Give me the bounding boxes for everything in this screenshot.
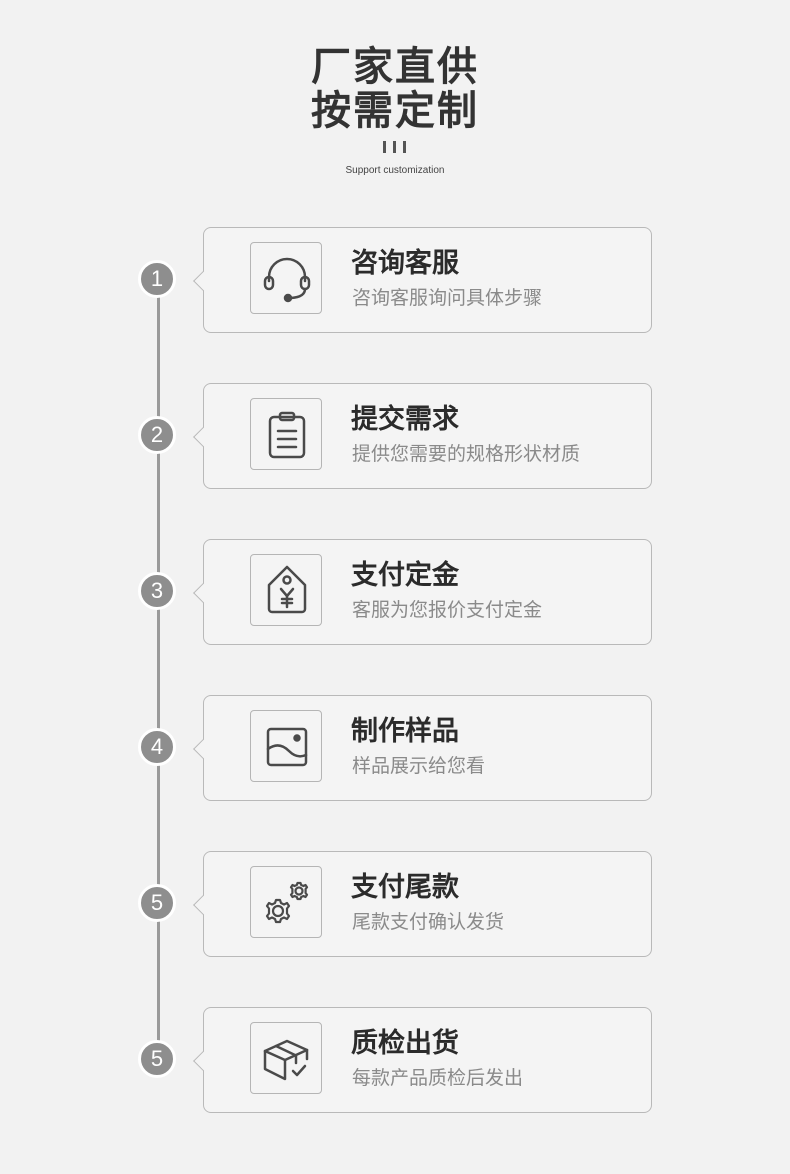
step-number-6: 5 bbox=[138, 1040, 176, 1078]
gears-icon bbox=[265, 881, 309, 924]
price-tag-yen-icon bbox=[267, 565, 307, 614]
box-check-icon bbox=[263, 1039, 309, 1081]
step-title: 质检出货 bbox=[351, 1028, 459, 1059]
icon-box bbox=[250, 554, 322, 626]
headset-icon bbox=[263, 257, 311, 303]
card-pointer bbox=[193, 271, 213, 291]
step-card-5: 支付尾款 尾款支付确认发货 bbox=[193, 851, 652, 957]
step-card-3: 支付定金 客服为您报价支付定金 bbox=[193, 539, 652, 645]
step-title: 制作样品 bbox=[351, 716, 459, 747]
timeline-line bbox=[157, 278, 160, 1060]
card-pointer bbox=[193, 895, 213, 915]
icon-box bbox=[250, 866, 322, 938]
step-title: 支付定金 bbox=[351, 560, 459, 591]
card-pointer bbox=[193, 583, 213, 603]
step-card-4: 制作样品 样品展示给您看 bbox=[193, 695, 652, 801]
subtitle: Support customization bbox=[345, 165, 445, 176]
step-description: 样品展示给您看 bbox=[352, 755, 486, 777]
step-title: 提交需求 bbox=[351, 404, 459, 435]
card-pointer bbox=[193, 1051, 213, 1071]
image-icon bbox=[266, 727, 308, 767]
step-number-3: 3 bbox=[138, 572, 176, 610]
clipboard-icon bbox=[268, 411, 306, 459]
decorative-bars bbox=[383, 141, 409, 153]
step-description: 提供您需要的规格形状材质 bbox=[352, 443, 581, 465]
icon-box bbox=[250, 242, 322, 314]
title-line-1: 厂家直供 bbox=[311, 44, 479, 90]
step-number-4: 4 bbox=[138, 728, 176, 766]
icon-box bbox=[250, 1022, 322, 1094]
step-number-5: 5 bbox=[138, 884, 176, 922]
step-card-1: 咨询客服 咨询客服询问具体步骤 bbox=[193, 227, 652, 333]
step-number-1: 1 bbox=[138, 260, 176, 298]
icon-box bbox=[250, 398, 322, 470]
step-number-2: 2 bbox=[138, 416, 176, 454]
step-card-2: 提交需求 提供您需要的规格形状材质 bbox=[193, 383, 652, 489]
step-description: 咨询客服询问具体步骤 bbox=[352, 287, 543, 309]
step-description: 每款产品质检后发出 bbox=[352, 1067, 524, 1089]
step-description: 尾款支付确认发货 bbox=[352, 911, 505, 933]
step-title: 支付尾款 bbox=[351, 872, 459, 903]
card-pointer bbox=[193, 739, 213, 759]
title-line-2: 按需定制 bbox=[311, 88, 479, 134]
card-pointer bbox=[193, 427, 213, 447]
step-card-6: 质检出货 每款产品质检后发出 bbox=[193, 1007, 652, 1113]
step-title: 咨询客服 bbox=[351, 248, 459, 279]
step-description: 客服为您报价支付定金 bbox=[352, 599, 543, 621]
icon-box bbox=[250, 710, 322, 782]
